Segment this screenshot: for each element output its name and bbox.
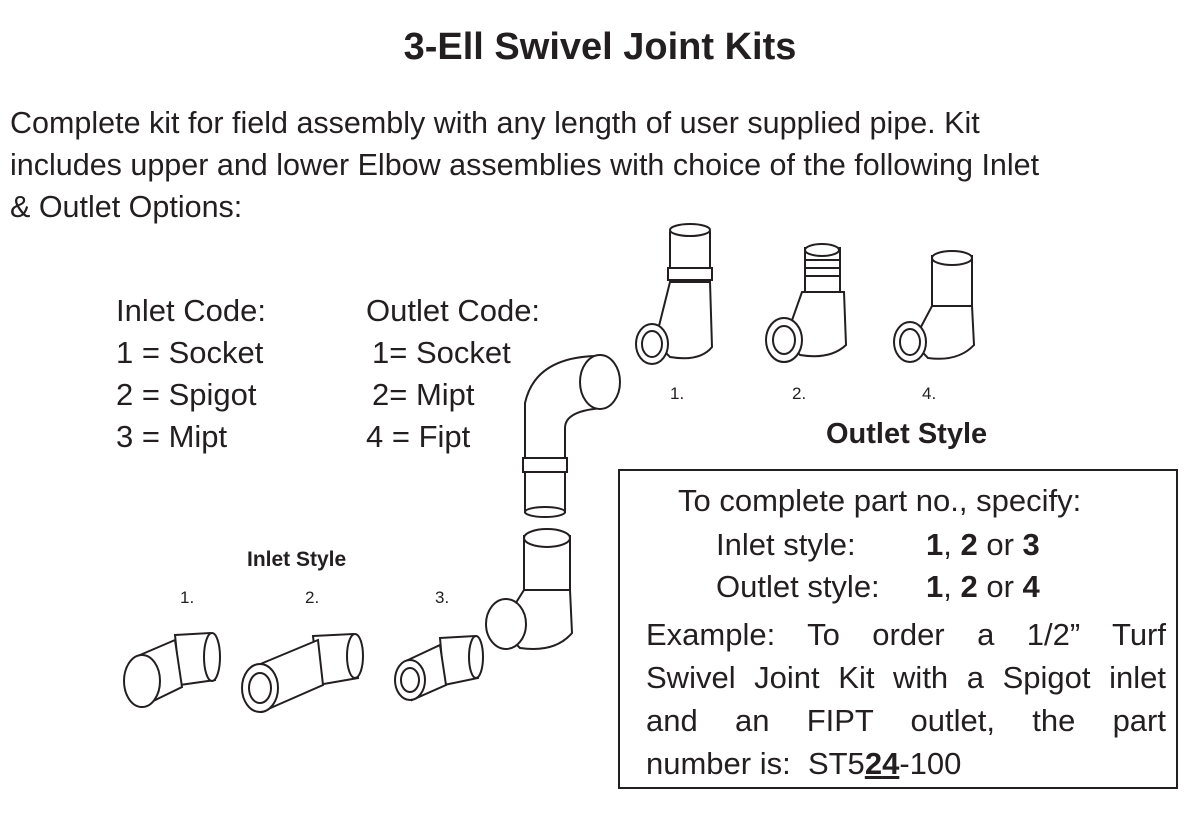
intro-line: & Outlet Options: [10,190,243,224]
inlet-code-item: 2 = Spigot [116,377,257,412]
separator: or [977,569,1023,604]
value: 2 [960,569,978,604]
page-title: 3-Ell Swivel Joint Kits [403,26,797,68]
example-part-number: number is: ST524-100 [646,746,961,782]
part-inlet-code: 2 [864,746,883,781]
outlet-code-item: 1= Socket [372,335,511,370]
part-prefix: number is: ST5 [646,746,865,781]
inlet-style-number: 2. [305,588,320,607]
intro-line: includes upper and lower Elbow assemblie… [10,148,1040,182]
outlet-socket-fitting-icon [635,223,714,365]
intro-paragraph: Complete kit for field assembly with any… [10,102,1195,228]
inlet-style-number: 1. [180,588,195,607]
separator: , [943,527,961,562]
outlet-fipt-fitting-icon [893,250,976,363]
outlet-style-number: 1. [670,384,685,403]
outlet-style-number: 2. [792,384,807,403]
value: 1 [926,527,944,562]
inlet-style-label: Inlet Style [247,548,347,571]
upper-elbow-assembly-icon [522,354,621,518]
inlet-code-item: 1 = Socket [116,335,264,370]
spec-heading: To complete part no., specify: [678,483,1082,518]
inlet-code-heading: Inlet Code: [116,293,266,328]
outlet-code-item: 2= Mipt [372,377,475,412]
outlet-style-spec-label: Outlet style: [716,569,880,604]
part-number-spec-box: To complete part no., specify: Inlet sty… [618,469,1178,789]
intro-line: Complete kit for field assembly with any… [10,106,980,140]
value: 2 [960,527,978,562]
example-line: Example: To order a 1/2” Turf [646,617,1166,652]
inlet-code-item: 3 = Mipt [116,419,228,454]
value: 1 [926,569,944,604]
outlet-mipt-fitting-icon [765,243,848,363]
inlet-mipt-fitting-icon [394,634,484,702]
part-suffix: -100 [899,746,962,781]
separator: , [943,569,961,604]
outlet-style-spec-values: 1, 2 or 4 [926,569,1040,605]
inlet-style-number: 3. [435,588,450,607]
inlet-style-spec-values: 1, 2 or 3 [926,527,1040,563]
example-line: Swivel Joint Kit with a Spigot inlet [646,660,1166,695]
value: 3 [1022,527,1040,562]
lower-elbow-icon [485,528,574,650]
part-outlet-code: 4 [882,746,900,781]
separator: or [977,527,1023,562]
example-line: and an FIPT outlet, the part [646,703,1166,738]
value: 4 [1022,569,1040,604]
inlet-spigot-fitting-icon [241,632,364,713]
inlet-code-list: Inlet Code: 1 = Socket 2 = Spigot 3 = Mi… [116,290,266,458]
outlet-code-item: 4 = Fipt [366,419,471,454]
inlet-socket-fitting-icon [123,631,221,708]
outlet-code-heading: Outlet Code: [366,293,541,328]
outlet-code-list: Outlet Code: 1= Socket 2= Mipt 4 = Fipt [366,290,540,458]
inlet-style-spec-label: Inlet style: [716,527,856,562]
outlet-style-label: Outlet Style [826,418,988,450]
outlet-style-number: 4. [922,384,937,403]
